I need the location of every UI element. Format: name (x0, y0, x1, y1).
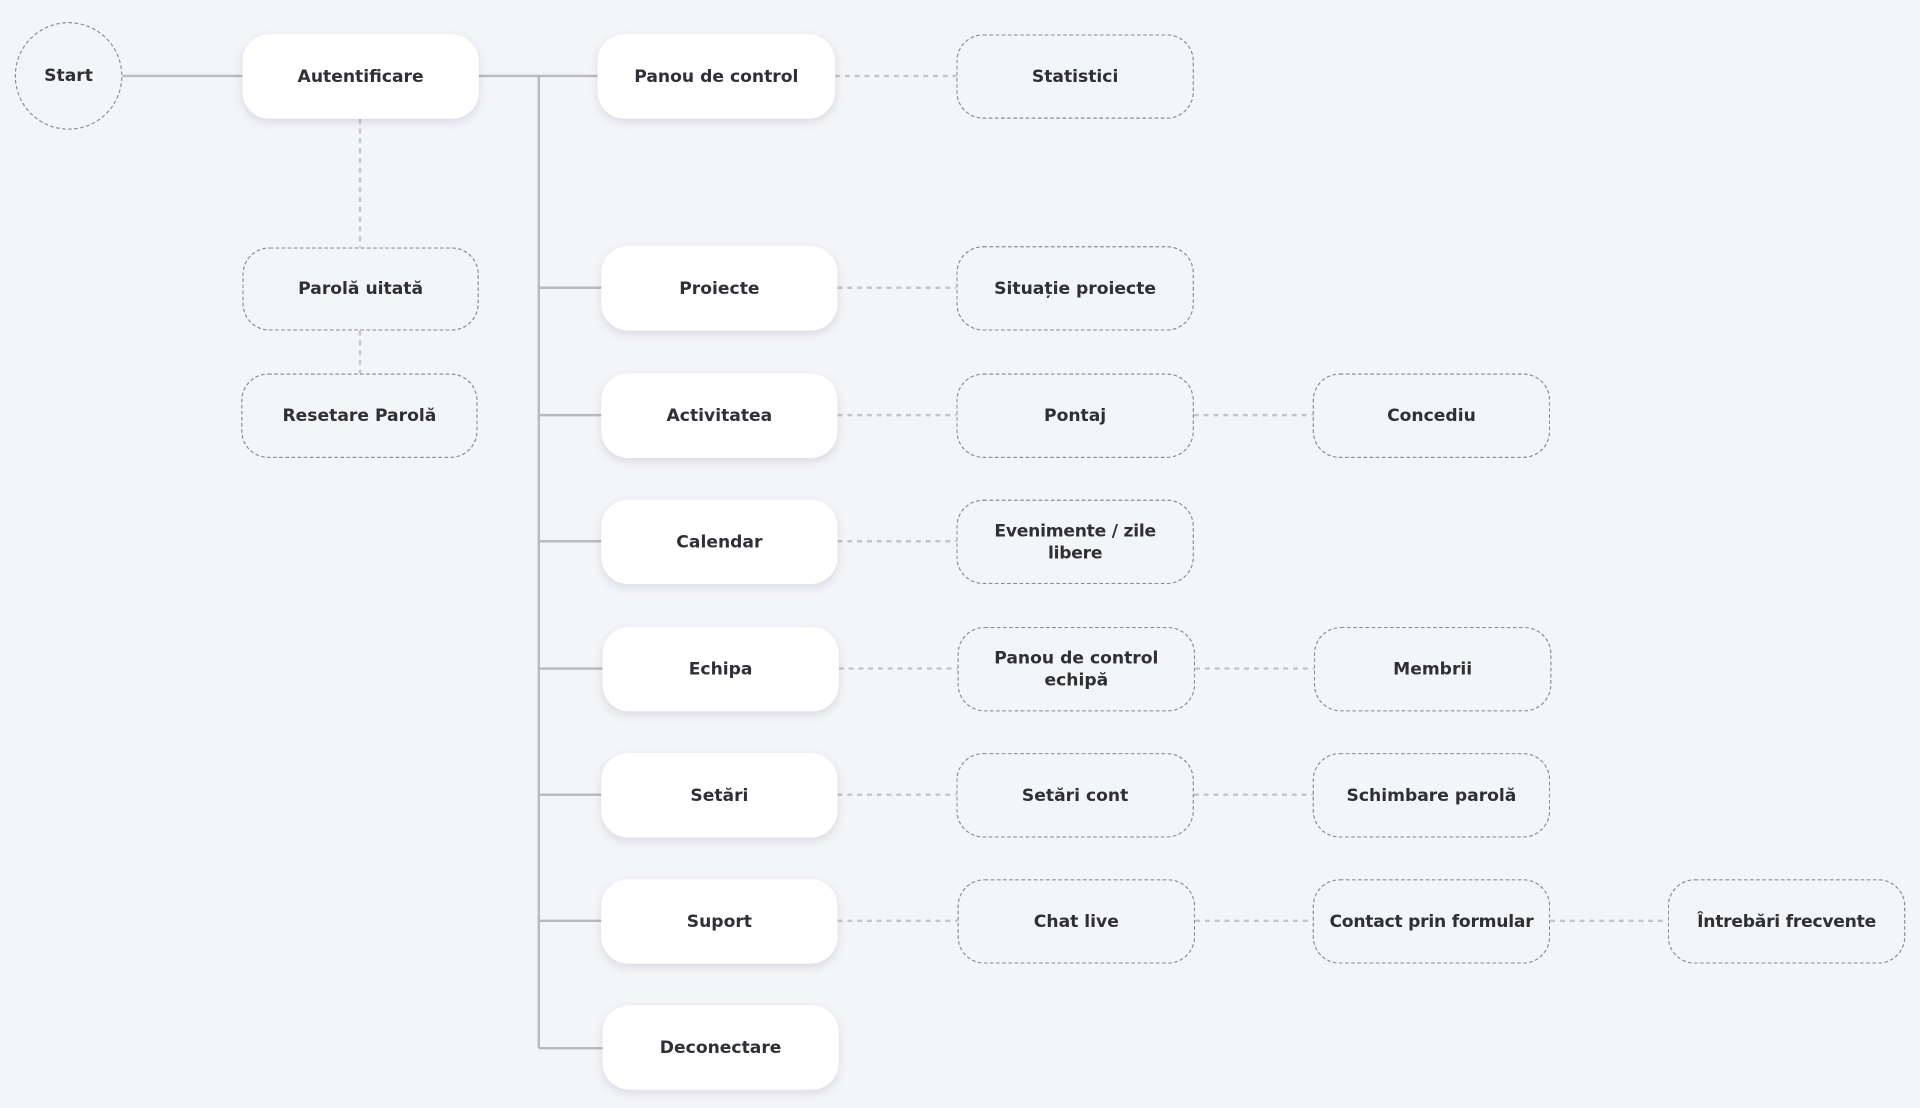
node-suport[interactable]: Suport (601, 879, 838, 964)
node-echipa[interactable]: Echipa (602, 626, 839, 712)
node-setari-cont[interactable]: Setări cont (956, 753, 1194, 838)
node-parola-uitata[interactable]: Parolă uitată (242, 247, 479, 331)
node-panou-de-control[interactable]: Panou de control (597, 34, 836, 119)
node-panou-de-control-echipa[interactable]: Panou de control echipă (957, 626, 1196, 712)
node-activitatea[interactable]: Activitatea (601, 373, 838, 458)
node-start[interactable]: Start (14, 22, 123, 130)
node-calendar[interactable]: Calendar (601, 499, 838, 585)
node-resetare-parola[interactable]: Resetare Parolă (241, 373, 478, 458)
node-proiecte[interactable]: Proiecte (601, 246, 838, 331)
node-chat-live[interactable]: Chat live (957, 879, 1196, 964)
node-pontaj[interactable]: Pontaj (956, 373, 1194, 458)
node-concediu[interactable]: Concediu (1312, 373, 1551, 458)
node-situatie-proiecte[interactable]: Situație proiecte (956, 246, 1194, 331)
node-contact-prin-formular[interactable]: Contact prin formular (1312, 879, 1551, 964)
node-schimbare-parola[interactable]: Schimbare parolă (1312, 753, 1551, 838)
node-intrebari-frecvente[interactable]: Întrebări frecvente (1667, 879, 1906, 964)
node-statistici[interactable]: Statistici (956, 34, 1194, 119)
node-evenimente-zile-libere[interactable]: Evenimente / zile libere (956, 499, 1194, 585)
node-deconectare[interactable]: Deconectare (602, 1005, 839, 1090)
node-setari[interactable]: Setări (601, 753, 838, 838)
node-membrii[interactable]: Membrii (1313, 626, 1552, 712)
node-autentificare[interactable]: Autentificare (242, 34, 479, 119)
